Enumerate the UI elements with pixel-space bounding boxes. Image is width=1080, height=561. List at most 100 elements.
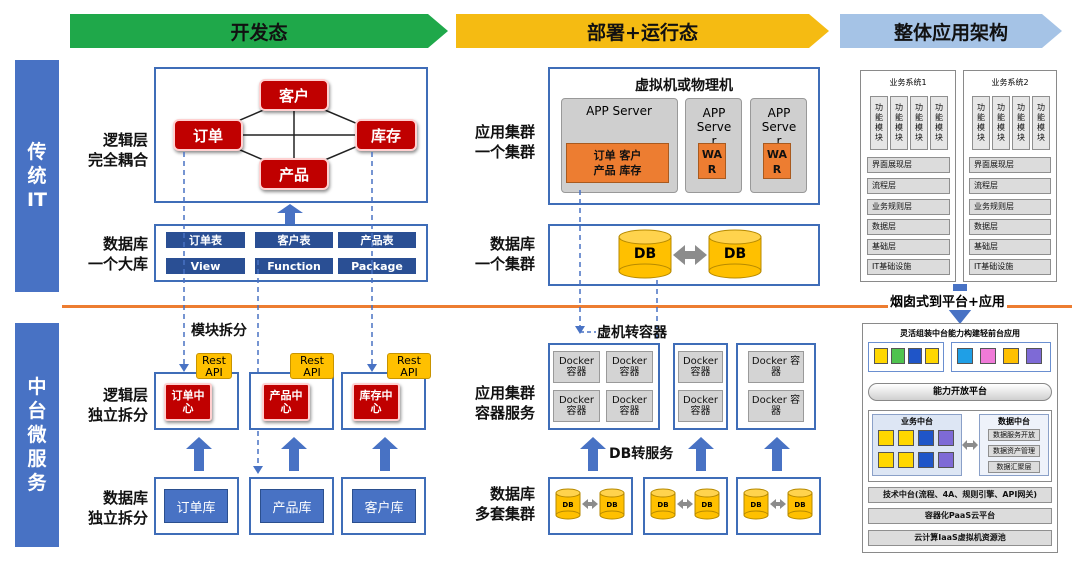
label-line: 数据库: [489, 485, 535, 503]
coupled-modules: 订单 客户 产品 库存: [566, 143, 669, 183]
divider-line: [62, 305, 1072, 308]
app-block: [957, 348, 973, 364]
module-line: 订单 客户: [593, 149, 642, 162]
label-line: 应用集群: [474, 384, 535, 402]
war-box: WA R: [698, 143, 726, 179]
data-asset: 数据资产管理: [988, 445, 1040, 457]
layer-ui: 界面展现层: [867, 157, 950, 173]
multi-db-label: 数据库 多套集群: [455, 484, 535, 524]
rest-api-badge: Rest API: [387, 353, 431, 379]
app-server-main-label: APP Server: [586, 104, 652, 118]
up-arrow-icon: [764, 437, 790, 471]
db-package: Package: [338, 258, 416, 274]
db-pair: [650, 488, 720, 520]
db-to-service-caption: DB转服务: [609, 446, 674, 462]
deploy-dashed-lines: [575, 190, 658, 340]
header-dev: 开发态: [70, 14, 448, 48]
db-label-2: DB: [723, 246, 747, 262]
capability-block: [898, 430, 914, 446]
label-line: 数据库: [489, 235, 535, 253]
func-module: 功能模块: [992, 96, 1010, 150]
label-line: 一个大库: [87, 255, 148, 273]
label-line: 数据库: [102, 489, 148, 507]
layer-rules: 业务规则层: [969, 199, 1051, 215]
db-small-label: DB: [701, 501, 713, 509]
paas-layer: 容器化PaaS云平台: [868, 508, 1052, 524]
app-server-2-label: APP Serve r: [696, 106, 732, 148]
app-server-3-label: APP Serve r: [761, 106, 797, 148]
data-aggregation: 数据汇聚层: [988, 461, 1040, 473]
app-block: [1003, 348, 1019, 364]
docker-container: Docker 容器: [606, 351, 653, 383]
db-small-label: DB: [657, 501, 669, 509]
func-module: 功能模块: [870, 96, 888, 150]
db-view: View: [166, 258, 245, 274]
app-block: [925, 348, 939, 364]
double-arrow-icon: [962, 440, 978, 450]
vm-title: 虚拟机或物理机: [635, 78, 733, 94]
docker-container: Docker 容器: [748, 390, 804, 422]
func-module: 功能模块: [1032, 96, 1050, 150]
vm-to-container-caption: 虚机转容器: [597, 325, 667, 341]
entity-customer: 客户: [259, 79, 329, 111]
docker-container: Docker 容器: [748, 351, 804, 383]
db-small-label: DB: [794, 501, 806, 509]
entity-order: 订单: [173, 119, 243, 151]
layer-base: 基础层: [969, 239, 1051, 255]
db-pair: [555, 488, 625, 520]
db-pair: [743, 488, 813, 520]
db-cluster-graphic: [618, 229, 762, 279]
layer-base: 基础层: [867, 239, 950, 255]
capability-block: [918, 430, 934, 446]
db-cylinder-icon: [618, 229, 672, 279]
layer-process: 流程层: [969, 178, 1051, 194]
customer-db: 客户库: [352, 489, 416, 523]
entity-inventory: 库存: [355, 119, 417, 151]
capability-block: [898, 452, 914, 468]
func-module: 功能模块: [910, 96, 928, 150]
up-arrow-icon: [186, 437, 212, 471]
layer-rules: 业务规则层: [867, 199, 950, 215]
split-dashed-lines: [179, 152, 377, 474]
func-module: 功能模块: [1012, 96, 1030, 150]
label-line: 应用集群: [474, 123, 535, 141]
func-module: 功能模块: [890, 96, 908, 150]
app-block: [908, 348, 922, 364]
db-small-label: DB: [562, 501, 574, 509]
label-line: 逻辑层: [102, 131, 148, 149]
db-table-products: 产品表: [338, 232, 416, 248]
func-module: 功能模块: [972, 96, 990, 150]
deploy-db-cluster-label: 数据库 一个集群: [455, 234, 535, 274]
capability-block: [878, 452, 894, 468]
docker-container: Docker 容器: [553, 390, 600, 422]
app-block: [1026, 348, 1042, 364]
layer-process: 流程层: [867, 178, 950, 194]
capability-block: [878, 430, 894, 446]
up-arrow-icon: [281, 437, 307, 471]
docker-container: Docker 容器: [606, 390, 653, 422]
data-service: 数据服务开放: [988, 429, 1040, 441]
db-table-customers: 客户表: [255, 232, 333, 248]
split-caption: 模块拆分: [191, 323, 247, 339]
product-db: 产品库: [260, 489, 324, 523]
label-line: 独立拆分: [87, 509, 148, 527]
label-line: 一个集群: [474, 143, 535, 161]
capability-block: [938, 430, 954, 446]
capability-block: [938, 452, 954, 468]
up-arrow-icon: [372, 437, 398, 471]
label-line: 一个集群: [474, 255, 535, 273]
product-center: 产品中心: [262, 383, 310, 421]
label-line: 逻辑层: [102, 386, 148, 404]
layer-infra: IT基础设施: [969, 259, 1051, 275]
capability-block: [918, 452, 934, 468]
transition-caption: 烟囱式到平台+应用: [888, 291, 1007, 310]
sidebar-microservice: 中台微服务: [15, 323, 59, 547]
dev-db-label: 数据库 一个大库: [70, 234, 148, 274]
docker-container: Docker 容器: [553, 351, 600, 383]
db-pairs-graphic: [555, 488, 813, 520]
up-arrow-icon: [688, 437, 714, 471]
app-block: [874, 348, 888, 364]
label-line: 独立拆分: [87, 406, 148, 424]
dev-db-split-label: 数据库 独立拆分: [70, 488, 148, 528]
tech-center: 技术中台(流程、4A、规则引擎、API网关): [868, 487, 1052, 503]
